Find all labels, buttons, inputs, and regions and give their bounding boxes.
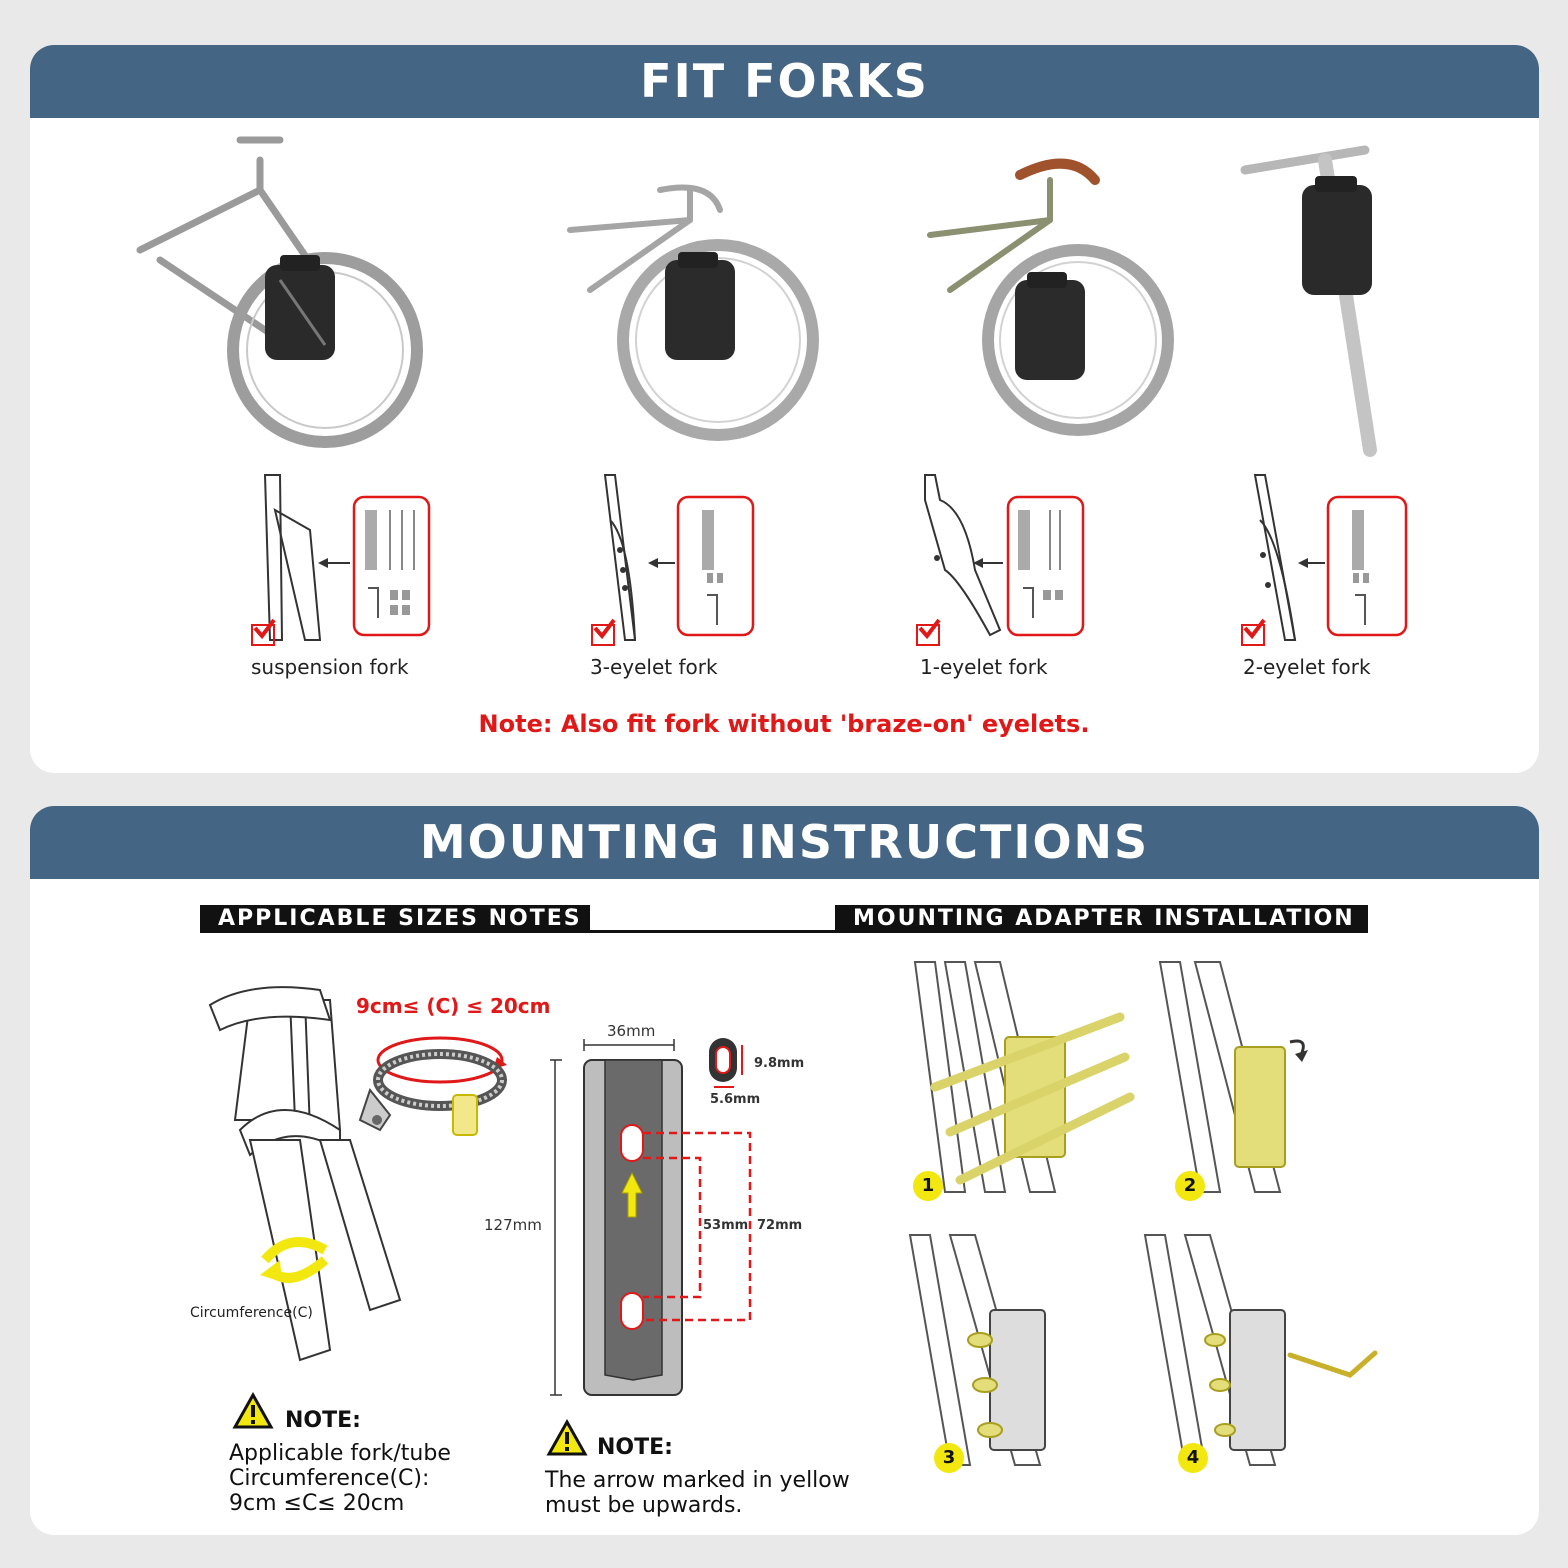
sizes-header: APPLICABLE SIZES NOTES bbox=[200, 905, 590, 933]
circumference-range: 9cm≤ (C) ≤ 20cm bbox=[356, 994, 551, 1018]
header-divider bbox=[590, 930, 835, 933]
step-1-badge: 1 bbox=[913, 1171, 943, 1201]
note2-body: The arrow marked in yellow must be upwar… bbox=[545, 1468, 850, 1518]
install-step-2-illustration bbox=[1158, 961, 1308, 1193]
fork-label-suspension: suspension fork bbox=[251, 655, 409, 679]
fit-forks-title: FIT FORKS bbox=[640, 54, 929, 108]
step-3-badge: 3 bbox=[934, 1443, 964, 1473]
note2-line-2: must be upwards. bbox=[545, 1493, 743, 1518]
mounting-title: MOUNTING INSTRUCTIONS bbox=[419, 815, 1150, 869]
note2-heading: NOTE: bbox=[597, 1435, 673, 1460]
dim-72: 72mm bbox=[757, 1218, 803, 1233]
step-4-badge: 4 bbox=[1178, 1443, 1208, 1473]
fork-circumference-illustration bbox=[208, 986, 402, 1362]
mounting-banner: MOUNTING INSTRUCTIONS bbox=[30, 806, 1539, 879]
bike-illustration-road bbox=[567, 184, 819, 441]
dim-width: 36mm bbox=[607, 1022, 656, 1040]
fork-label-3-eyelet: 3-eyelet fork bbox=[590, 655, 718, 679]
dim-53: 53mm bbox=[703, 1218, 749, 1233]
note1-line-2: Circumference(C): bbox=[229, 1466, 430, 1491]
slot-detail-diagram bbox=[709, 1038, 743, 1088]
adapter-header: MOUNTING ADAPTER INSTALLATION bbox=[835, 905, 1368, 933]
fork-diagram-suspension bbox=[251, 474, 431, 646]
warning-icon bbox=[232, 1391, 274, 1429]
fork-diagram-2-eyelet bbox=[1241, 474, 1408, 646]
install-step-3-illustration bbox=[908, 1234, 1046, 1466]
adapter-plate-diagram bbox=[550, 1039, 752, 1396]
bike-illustration-touring bbox=[927, 158, 1174, 436]
dim-slot-width: 5.6mm bbox=[710, 1092, 761, 1107]
install-step-1-illustration bbox=[913, 961, 1135, 1193]
dim-height: 127mm bbox=[484, 1216, 542, 1234]
fit-note: Note: Also fit fork without 'braze-on' e… bbox=[478, 710, 1090, 738]
fork-label-1-eyelet: 1-eyelet fork bbox=[920, 655, 1048, 679]
hose-clamp-illustration bbox=[358, 1036, 507, 1136]
note2-line-1: The arrow marked in yellow bbox=[545, 1468, 850, 1493]
note1-line-1: Applicable fork/tube bbox=[229, 1441, 451, 1466]
install-step-4-illustration bbox=[1143, 1234, 1378, 1466]
bike-illustration-mtb bbox=[136, 136, 423, 448]
fit-forks-banner: FIT FORKS bbox=[30, 45, 1539, 118]
scooter-illustration bbox=[1240, 145, 1377, 457]
note1-line-3: 9cm ≤C≤ 20cm bbox=[229, 1491, 405, 1516]
note1-body: Applicable fork/tube Circumference(C): 9… bbox=[229, 1441, 451, 1516]
fork-label-2-eyelet: 2-eyelet fork bbox=[1243, 655, 1371, 679]
fork-diagram-3-eyelet bbox=[591, 474, 755, 646]
fork-diagram-1-eyelet bbox=[916, 474, 1085, 646]
dim-slot-height: 9.8mm bbox=[754, 1056, 805, 1071]
step-2-badge: 2 bbox=[1175, 1171, 1205, 1201]
circumference-label: Circumference(C) bbox=[190, 1305, 313, 1321]
note1-heading: NOTE: bbox=[285, 1408, 361, 1433]
warning-icon bbox=[546, 1418, 588, 1456]
